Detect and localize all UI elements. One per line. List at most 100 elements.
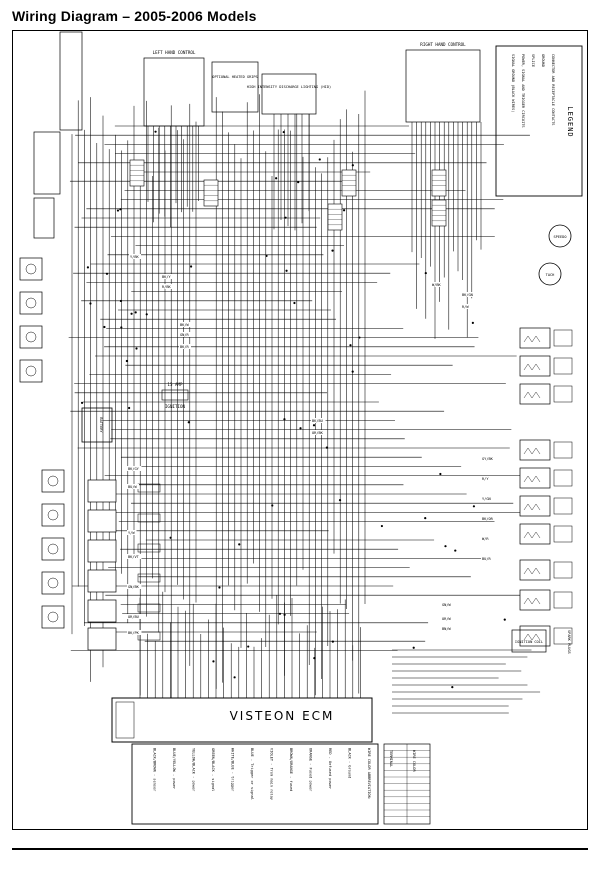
wire-color-label: R/Y	[482, 477, 489, 481]
color-code-list: WIRE COLOR ABBREVIATION: BLACK - Ground RE…	[153, 748, 372, 801]
legend-title: LEGEND	[566, 106, 574, 137]
speedo-gauge: SPEEDO	[548, 224, 572, 248]
wire-color-label: BK/BU	[312, 419, 323, 423]
right-component-3	[519, 383, 573, 405]
spark-plugs-label: SPARK PLUGS	[567, 630, 571, 654]
wire-color-label: Y/GN	[482, 497, 491, 501]
left-component-7	[41, 537, 65, 561]
wire-color-label: BK/PK	[128, 631, 140, 635]
left-component-1	[19, 257, 43, 281]
heated-grips-label: OPTIONAL HEATED GRIPS	[212, 75, 257, 79]
wire-color-label: BK/W	[180, 323, 189, 327]
wire-color-label: BK/Y	[162, 275, 171, 279]
color-code-line: VIOLET - from main relay	[270, 748, 274, 801]
color-code-line: ORANGE - Fused power	[309, 748, 313, 792]
pin-table-header-terminal: TERMINAL	[389, 750, 393, 767]
wire-bundle	[68, 90, 541, 714]
hid-lighting: HIGH INTENSITY DISCHARGE LIGHTING (HID)	[247, 73, 331, 115]
relay-5	[87, 599, 161, 623]
visteon-ecm: VISTEON ECM	[111, 697, 373, 743]
left-component-8	[41, 571, 65, 595]
ignition-fuse: 15 AMP IGNITION	[161, 382, 189, 409]
color-code-line: YELLOW/BLACK - power	[192, 748, 196, 792]
color-code-line: WIRE COLOR ABBREVIATION:	[367, 748, 371, 800]
pin-table-rows	[384, 750, 430, 817]
pin-table-header-color: WIRE COLOR	[412, 750, 416, 772]
left-component-6	[41, 503, 65, 527]
wire-color-label: BK/R	[180, 345, 189, 349]
tach-label: TACH	[546, 273, 555, 277]
wire-color-label: OR/W	[442, 617, 451, 621]
color-code-line: BLACK/BROWN - sensor	[153, 748, 157, 792]
wire-label-layer: BK/YR/BKBK/WGN/RBK/RY/BKW/BKBK/GNR/WBK/B…	[127, 254, 496, 635]
wiring-diagram: LEFT HAND CONTROL OPTIONAL HEATED GRIPS …	[19, 31, 583, 825]
color-code-line: BROWN/ORANGE - fused	[289, 748, 293, 791]
wire-color-label: GN/BK	[128, 585, 140, 589]
right-component-9	[519, 589, 573, 611]
wire-color-label: BK/GY	[128, 467, 140, 471]
color-code-line: BLUE/YELLOW - power	[172, 748, 176, 790]
ignition-coil: IGNITION COIL	[511, 629, 547, 653]
footer-rule	[12, 848, 588, 850]
fuse-rating: 15 AMP	[167, 382, 183, 387]
left-hand-control: LEFT HAND CONTROL	[143, 50, 205, 127]
legend-item: POWER, SIGNAL AND TRIGGER CIRCUITS	[521, 54, 525, 128]
relay-6	[87, 627, 161, 651]
wire-color-label: Y/BK	[130, 255, 139, 259]
spark-plugs: SPARK PLUGS	[567, 630, 571, 654]
speedo-label: SPEEDO	[554, 235, 567, 239]
optional-heated-grips: OPTIONAL HEATED GRIPS	[211, 61, 259, 113]
left-component-3	[19, 325, 43, 349]
right-component-5	[519, 467, 573, 489]
right-component-7	[519, 523, 573, 545]
legend-list: CONNECTOR AND RECEPTACLE CONTACTS GROUND S…	[511, 54, 555, 128]
wire-color-label: GN/R	[180, 333, 189, 337]
pin-table: TERMINAL WIRE COLOR	[383, 743, 431, 825]
wire-color-label: W/R	[482, 537, 489, 541]
right-component-8	[519, 559, 573, 581]
battery: BATTERY	[81, 407, 113, 443]
right-component-1	[519, 327, 573, 349]
wire-color-label: R/W	[462, 305, 469, 309]
color-code-box: WIRE COLOR ABBREVIATION: BLACK - Ground RE…	[131, 743, 379, 825]
right-component-6	[519, 495, 573, 517]
wire-color-label: BU/W	[128, 485, 137, 489]
relay-2	[87, 509, 161, 533]
legend-box: LEGEND CONNECTOR AND RECEPTACLE CONTACTS…	[495, 45, 583, 197]
left-components	[19, 257, 161, 651]
color-code-line: BLACK - Ground	[348, 748, 352, 778]
left-component-4	[19, 359, 43, 383]
color-code-line: WHITE/BLUE - trigger	[231, 748, 235, 792]
color-code-line: RED - Unfused power	[328, 748, 332, 790]
wire-color-label: BK/VT	[128, 555, 140, 559]
tach-gauge: TACH	[538, 262, 562, 286]
wire-color-label: Y/W	[128, 531, 135, 535]
relay-1	[87, 479, 161, 503]
right-component-10	[519, 625, 573, 647]
right-hand-control: RIGHT HAND CONTROL	[405, 42, 481, 123]
wire-color-label: R/BK	[162, 285, 171, 289]
legend-item: GROUND	[541, 54, 545, 67]
wire-color-label: BU/R	[482, 557, 491, 561]
wire-color-label: GN/W	[442, 603, 451, 607]
right-component-2	[519, 355, 573, 377]
page-title: Wiring Diagram – 2005-2006 Models	[12, 8, 257, 24]
right-component-4	[519, 439, 573, 461]
relay-4	[87, 569, 161, 593]
legend-item: SPLICE	[531, 54, 535, 67]
right-hand-control-label: RIGHT HAND CONTROL	[420, 42, 466, 47]
fuse-name: IGNITION	[165, 404, 186, 409]
right-components	[519, 327, 573, 647]
battery-label: BATTERY	[99, 417, 103, 433]
hid-lighting-label: HIGH INTENSITY DISCHARGE LIGHTING (HID)	[247, 85, 331, 89]
diagram-frame	[12, 30, 588, 830]
left-component-2	[19, 291, 43, 315]
wire-color-label: BK/OR	[482, 517, 494, 521]
note-box	[33, 31, 83, 239]
legend-item: CONNECTOR AND RECEPTACLE CONTACTS	[551, 54, 555, 125]
left-component-5	[41, 469, 65, 493]
left-component-9	[41, 605, 65, 629]
ignition-coil-label: IGNITION COIL	[515, 640, 543, 644]
relay-3	[87, 539, 161, 563]
wire-color-label: GY/BK	[482, 457, 494, 461]
